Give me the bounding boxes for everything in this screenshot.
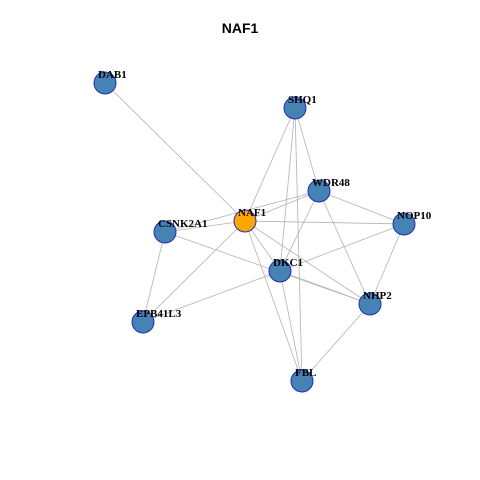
edge-dkc1-nhp2 — [279, 270, 371, 305]
node-label-epb41l3: EPB41L3 — [136, 308, 182, 320]
node-label-wdr48: WDR48 — [312, 177, 350, 189]
edge-wdr48-dkc1 — [279, 190, 320, 272]
node-layer — [93, 71, 416, 393]
edge-naf1-epb41l3 — [142, 220, 246, 323]
edge-wdr48-nhp2 — [318, 190, 371, 305]
edge-naf1-nop10 — [244, 220, 405, 225]
node-dab1[interactable] — [93, 71, 117, 95]
node-label-nhp2: NHP2 — [363, 290, 392, 302]
graph-title: NAF1 — [221, 20, 259, 36]
edge-nhp2-fbl — [301, 303, 371, 382]
edge-nop10-nhp2 — [369, 223, 405, 305]
node-fbl[interactable] — [290, 369, 314, 393]
edge-shq1-dkc1 — [279, 107, 296, 272]
edge-csnk2a1-nhp2 — [164, 231, 371, 305]
node-csnk2a1[interactable] — [153, 220, 177, 244]
node-nhp2[interactable] — [358, 292, 382, 316]
edge-naf1-nhp2 — [244, 220, 371, 305]
node-label-csnk2a1: CSNK2A1 — [158, 218, 208, 230]
edge-nop10-dkc1 — [279, 223, 405, 272]
node-nop10[interactable] — [392, 212, 416, 236]
edge-naf1-csnk2a1 — [164, 220, 246, 233]
node-shq1[interactable] — [283, 96, 307, 120]
edge-layer — [104, 82, 405, 382]
node-wdr48[interactable] — [307, 179, 331, 203]
edge-shq1-wdr48 — [294, 107, 320, 192]
node-label-nop10: NOP10 — [397, 210, 432, 222]
edge-shq1-fbl — [294, 107, 303, 382]
node-naf1[interactable] — [233, 209, 257, 233]
edge-naf1-dab1 — [104, 82, 246, 222]
edge-naf1-shq1 — [244, 107, 296, 222]
edge-dkc1-fbl — [279, 270, 303, 382]
node-dkc1[interactable] — [268, 259, 292, 283]
node-label-dkc1: DKC1 — [273, 257, 303, 269]
edge-dkc1-epb41l3 — [142, 270, 281, 323]
edge-csnk2a1-epb41l3 — [142, 231, 166, 323]
edge-naf1-wdr48 — [244, 190, 320, 222]
edge-wdr48-nop10 — [318, 190, 405, 225]
node-label-naf1: NAF1 — [238, 207, 266, 219]
edge-naf1-fbl — [244, 220, 303, 382]
node-label-fbl: FBL — [295, 367, 316, 379]
node-epb41l3[interactable] — [131, 310, 155, 334]
node-label-dab1: DAB1 — [98, 69, 127, 81]
node-label-shq1: SHQ1 — [288, 94, 317, 106]
label-layer: NAF1 DAB1SHQ1WDR48NOP10CSNK2A1DKC1NHP2EPB… — [98, 69, 432, 379]
